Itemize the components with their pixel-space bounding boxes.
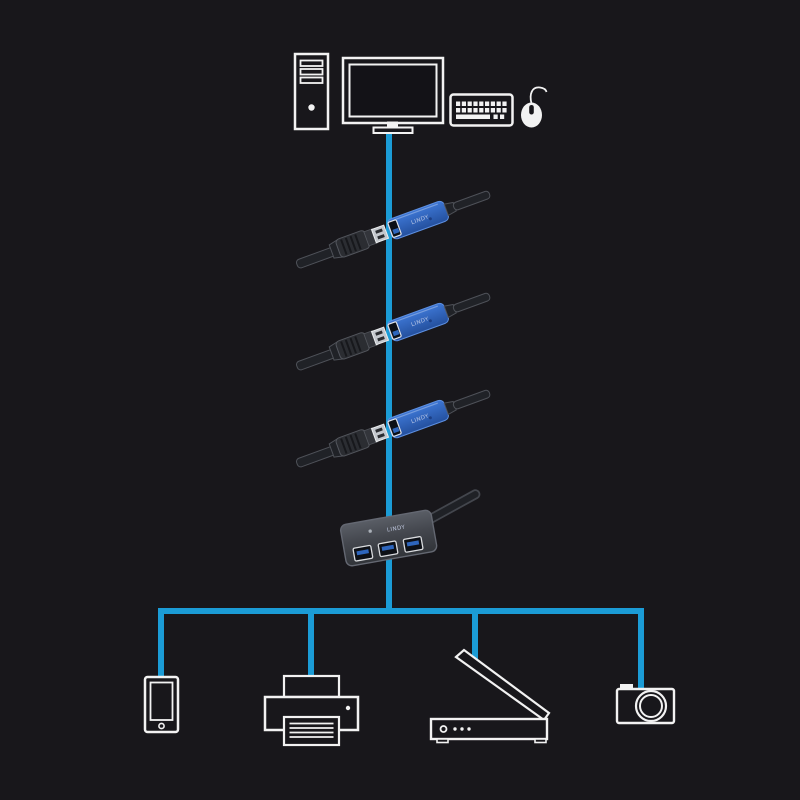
scanner-lid: [454, 648, 551, 722]
printer-led: [345, 705, 351, 711]
monitor-stand-neck: [387, 121, 398, 128]
usb-connection-lines: [158, 131, 644, 694]
scanner-foot: [436, 738, 449, 744]
usb-port-tab: [406, 540, 420, 547]
camera-lens-inner: [639, 694, 663, 718]
computer-workstation: [293, 52, 548, 134]
camera-icon: [615, 684, 676, 725]
hub-ports: [352, 536, 424, 562]
mouse-icon: [521, 86, 548, 128]
scanner-led-dot: [467, 727, 471, 731]
drive-bay: [299, 59, 324, 67]
smartphone-icon: [143, 675, 180, 734]
scanner-foot: [534, 738, 547, 744]
mouse-cord: [529, 86, 548, 104]
peripherals: [143, 648, 676, 747]
usb-port-tab: [381, 544, 395, 551]
printed-text-lines: [289, 722, 334, 738]
mouse-scroll-slot: [529, 105, 534, 115]
pc-tower-icon: [293, 52, 330, 131]
camera-viewfinder-bump: [620, 684, 633, 690]
monitor-screen: [348, 63, 438, 118]
drive-bay: [299, 68, 324, 76]
printer-paper-tray: [282, 674, 341, 699]
camera-lens-outer: [634, 689, 668, 723]
monitor-stand-base: [372, 126, 414, 134]
usb-hub-icon: LINDY: [339, 489, 481, 567]
spacebar-key: [456, 114, 490, 119]
scanner-icon: [429, 648, 551, 744]
scanner-led-dot: [460, 727, 464, 731]
printer-icon: [263, 674, 360, 747]
scanner-power-button: [439, 725, 448, 733]
camera-body: [615, 687, 676, 725]
printer-output-paper: [282, 715, 341, 747]
phone-home-button: [158, 722, 165, 730]
usb-port-tab: [356, 549, 369, 556]
hub-brand-label: LINDY: [387, 524, 406, 533]
hub-led: [368, 529, 372, 533]
hub-cable: [423, 491, 479, 525]
scanner-led-dot: [453, 727, 457, 731]
monitor-icon: [341, 56, 445, 134]
keyboard-icon: [449, 93, 514, 127]
phone-screen: [149, 681, 174, 721]
keyboard-keys: [456, 101, 507, 119]
mouse-body: [521, 102, 542, 128]
scanner-body: [429, 717, 549, 741]
drive-bay: [299, 76, 324, 84]
power-button-dot: [308, 104, 315, 111]
